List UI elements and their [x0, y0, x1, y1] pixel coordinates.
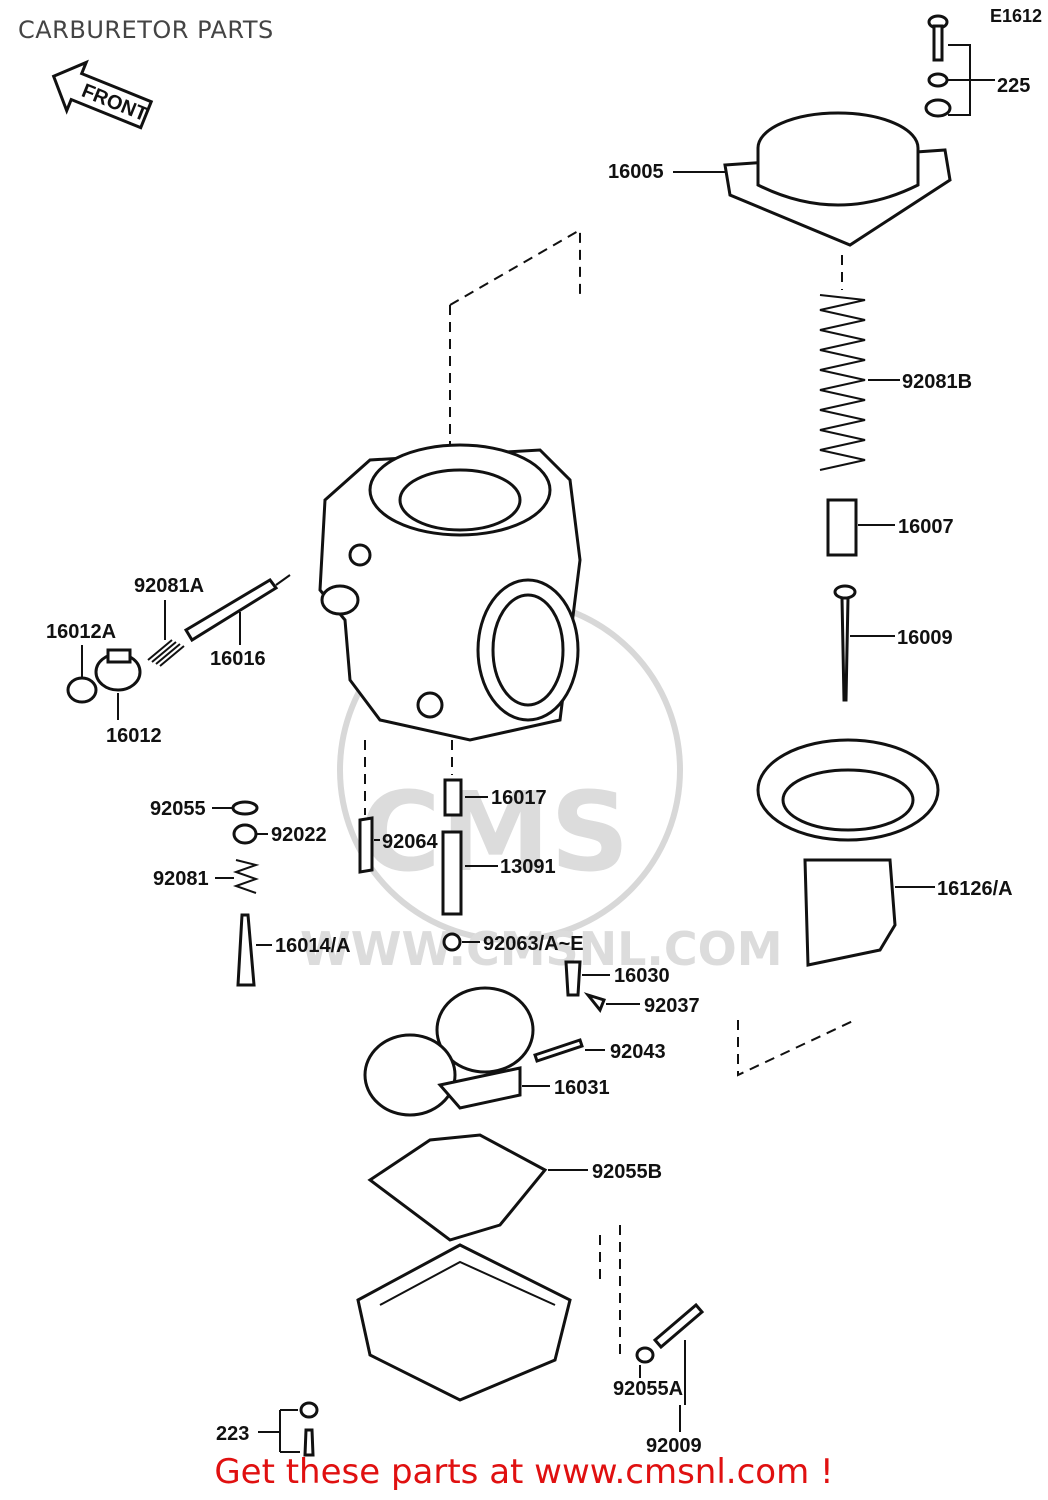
clip-92037[interactable]	[583, 992, 606, 1013]
label-16017: 16017	[491, 787, 547, 809]
label-92009: 92009	[646, 1435, 702, 1457]
label-16009: 16009	[897, 627, 953, 649]
spring-92081B[interactable]	[819, 294, 866, 471]
label-13091: 13091	[500, 856, 556, 878]
label-92055: 92055	[150, 798, 206, 820]
front-arrow-icon: FRONT	[51, 59, 154, 130]
screw-223[interactable]	[299, 1401, 319, 1457]
float-valve-16030[interactable]	[564, 960, 582, 997]
jet-needle-16009[interactable]	[833, 584, 857, 702]
label-16030: 16030	[614, 965, 670, 987]
diagram-reference-code: E1612	[990, 6, 1043, 26]
label-16014A: 16014/A	[275, 935, 351, 957]
screw-16014A[interactable]	[236, 913, 256, 987]
cap-16012[interactable]	[94, 648, 142, 692]
label-16005: 16005	[608, 161, 664, 183]
label-16012: 16012	[106, 725, 162, 747]
jet-92064[interactable]	[358, 816, 374, 874]
label-16012A: 16012A	[46, 621, 116, 643]
label-16016: 16016	[210, 648, 266, 670]
spring-92081A[interactable]	[147, 639, 185, 667]
watermark-logo-text: CMS	[360, 768, 629, 896]
holder-13091[interactable]	[441, 830, 463, 916]
main-jet-92063[interactable]	[442, 932, 462, 952]
needle-holder-16007[interactable]	[826, 498, 858, 557]
label-225: 225	[997, 75, 1030, 97]
cap-16012A[interactable]	[66, 676, 98, 704]
label-16007: 16007	[898, 516, 954, 538]
float-16031[interactable]	[363, 986, 535, 1117]
label-92081A: 92081A	[134, 575, 204, 597]
page-title: CARBURETOR PARTS	[18, 16, 274, 44]
label-92055A: 92055A	[613, 1378, 683, 1400]
label-92022: 92022	[271, 824, 327, 846]
footer-promo-text[interactable]: Get these parts at www.cmsnl.com !	[214, 1452, 834, 1492]
vacuum-piston-16126A[interactable]	[756, 738, 940, 967]
o-ring-92055A[interactable]	[635, 1346, 655, 1364]
ring-92022[interactable]	[232, 823, 258, 845]
label-16031: 16031	[554, 1077, 610, 1099]
top-cover-16005[interactable]	[723, 111, 952, 247]
label-223: 223	[216, 1423, 249, 1445]
float-bowl[interactable]	[356, 1243, 572, 1402]
spring-92081[interactable]	[232, 859, 260, 894]
watermark-url-text: WWW.CMSNL.COM	[300, 922, 783, 976]
label-92064: 92064	[382, 831, 438, 853]
gasket-92055B[interactable]	[367, 1133, 548, 1242]
o-ring-92055[interactable]	[231, 800, 259, 816]
label-92081B: 92081B	[902, 371, 972, 393]
label-92063: 92063/A~E	[483, 933, 584, 955]
screw-225[interactable]	[924, 14, 952, 118]
label-92043: 92043	[610, 1041, 666, 1063]
pilot-screw-16016[interactable]	[183, 574, 291, 643]
label-92081: 92081	[153, 868, 209, 890]
drain-screw-92009[interactable]	[652, 1302, 705, 1350]
carburetor-body[interactable]	[318, 443, 582, 742]
label-92055B: 92055B	[592, 1161, 662, 1183]
label-16126A: 16126/A	[937, 878, 1013, 900]
pin-92043[interactable]	[533, 1038, 584, 1063]
label-92037: 92037	[644, 995, 700, 1017]
needle-jet-16017[interactable]	[443, 778, 463, 817]
